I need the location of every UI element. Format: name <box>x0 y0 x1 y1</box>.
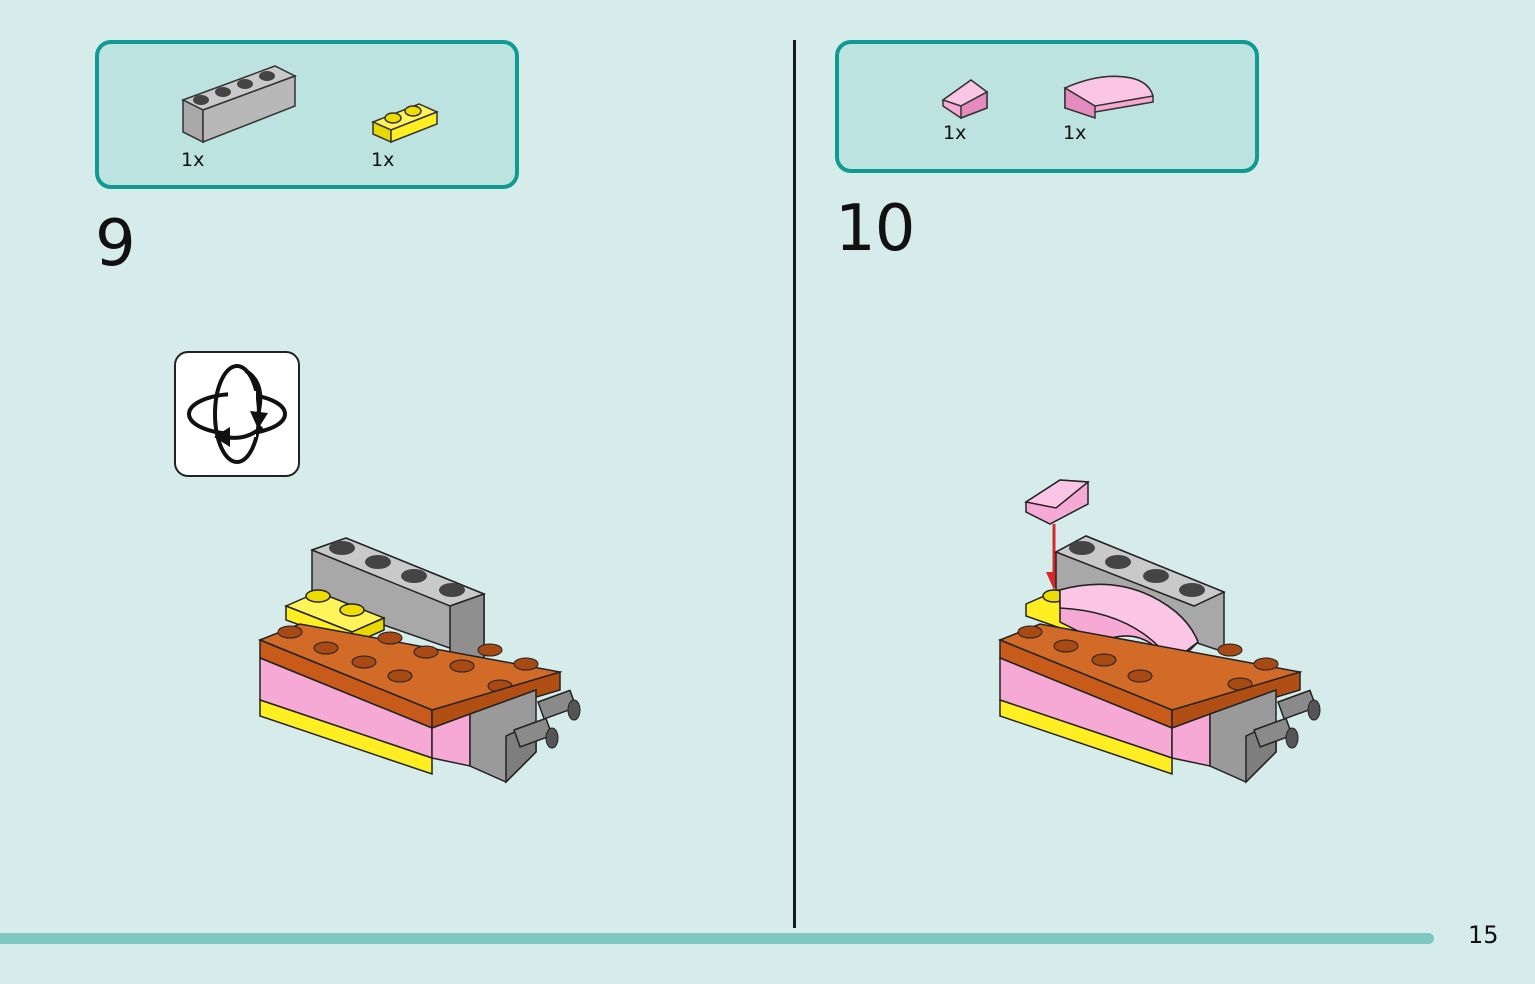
step-number: 10 <box>835 192 915 266</box>
part-quantity: 1x <box>371 149 395 171</box>
page-number: 15 <box>1468 921 1499 949</box>
step-10-parts-callout: 1x 1x <box>835 40 1259 173</box>
footer-bar <box>0 933 1434 944</box>
part-quantity: 1x <box>943 122 967 144</box>
step-9-model-illustration <box>257 537 581 784</box>
pink-curved-slope-1x2-icon <box>1063 75 1154 120</box>
step-10-model-illustration <box>997 479 1321 784</box>
page-divider <box>793 40 796 928</box>
pink-slope-1x1-icon <box>941 79 989 120</box>
yellow-plate-1x2-icon <box>371 103 439 144</box>
step-9-parts-callout: 1x 1x <box>95 40 519 189</box>
rotate-model-icon <box>174 351 300 477</box>
part-quantity: 1x <box>181 149 205 171</box>
step-number: 9 <box>95 207 136 281</box>
gray-brick-1x4-icon <box>181 65 297 144</box>
part-quantity: 1x <box>1063 122 1087 144</box>
